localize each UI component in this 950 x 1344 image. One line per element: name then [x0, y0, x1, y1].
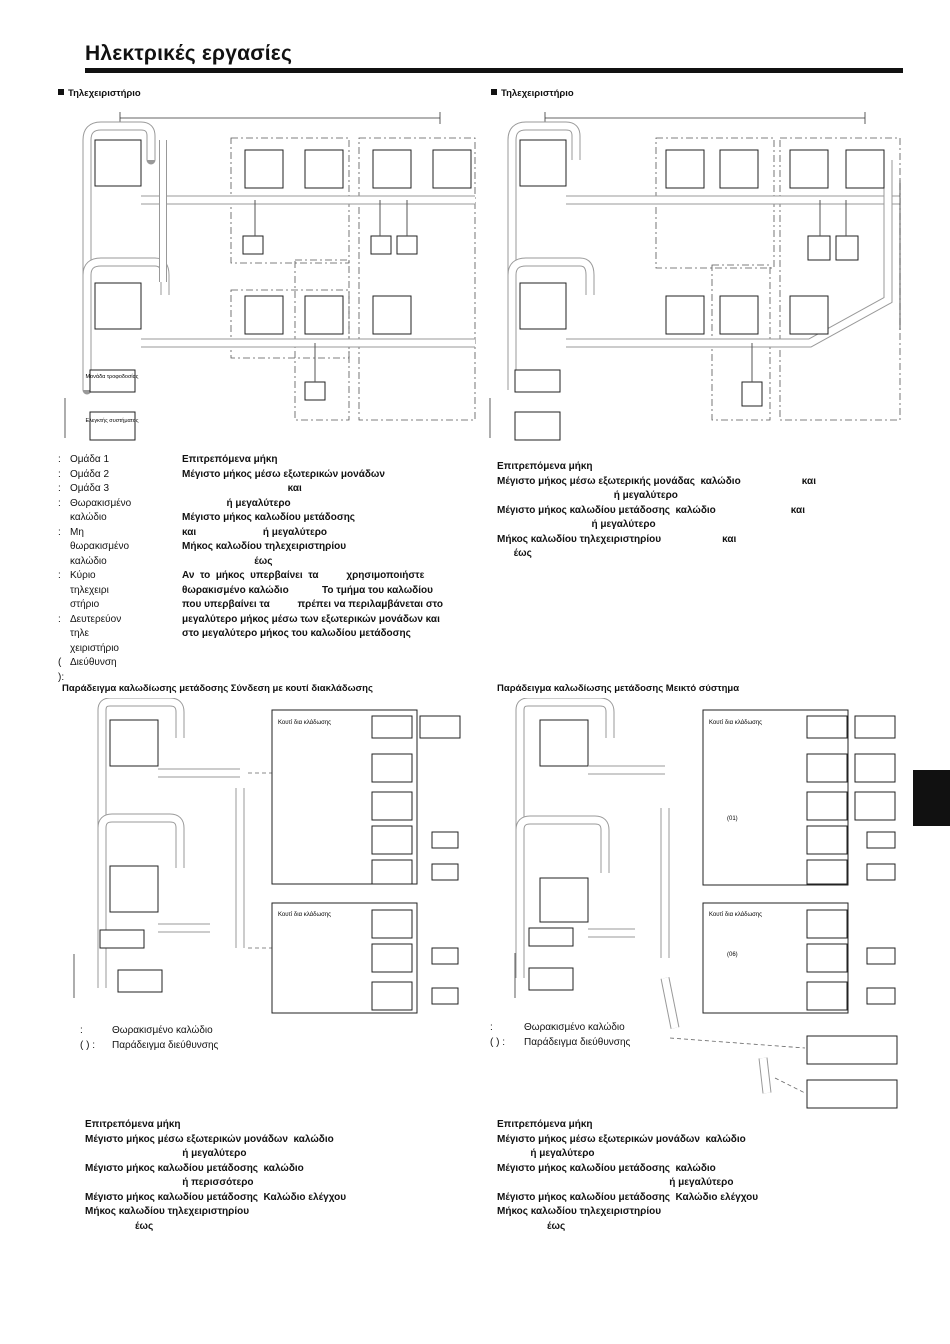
branch-box-label: Κουτί δια κλάδωσης — [709, 911, 762, 918]
power-unit-label: Μονάδα τροφοδοσίας — [86, 373, 139, 380]
section-heading-example-right: Παράδειγμα καλωδίωσης μετάδοσης Μεικτό σ… — [497, 683, 740, 694]
legend-item: :Θωρακισμένο καλώδιο — [80, 1025, 213, 1036]
address-label: (06) — [727, 952, 738, 958]
system-controller-label: Ελεγκτής συστήματος — [86, 417, 139, 424]
wiring-diagram-bottom-right: Κουτί δια κλάδωσης Κουτί δια κλάδωσης (0… — [514, 698, 898, 1109]
branch-box-label: Κουτί δια κλάδωσης — [709, 719, 762, 726]
legend-bottom-right: :Θωρακισμένο καλώδιο ( ) :Παράδειγμα διε… — [490, 1021, 684, 1050]
section-heading-remote-right: Τηλεχειριστήριο — [491, 88, 574, 99]
title-rule — [85, 68, 903, 73]
wiring-diagram-bottom-left: Κουτί δια κλάδωσης Κουτί δια κλάδωσης — [73, 698, 461, 1014]
section-heading-example-left: Παράδειγμα καλωδίωσης μετάδοσης Σύνδεση … — [62, 683, 373, 694]
legend-bottom-left: :Θωρακισμένο καλώδιο ( ) :Παράδειγμα διε… — [80, 1024, 272, 1053]
branch-box-label: Κουτί δια κλάδωσης — [278, 719, 331, 726]
legend-item: ( ) :Παράδειγμα διεύθυνσης — [490, 1036, 631, 1048]
legend-top-left: :Ομάδα 1 :Ομάδα 2 :Ομάδα 3 :Θωρακισμένο … — [58, 453, 134, 685]
section-tab-marker — [913, 770, 950, 826]
legend-item: :Ομάδα 2 — [58, 468, 110, 480]
legend-item: :Δευτερεύον τηλε χειριστήριο — [58, 613, 122, 654]
branch-box-label: Κουτί δια κλάδωσης — [278, 911, 331, 918]
legend-item: :Ομάδα 1 — [58, 454, 110, 465]
page-title: Ηλεκτρικές εργασίες — [85, 42, 293, 65]
legend-item: :Θωρακισμένο καλώδιο — [58, 497, 132, 524]
address-label: (01) — [727, 816, 738, 822]
legend-item: :Ομάδα 3 — [58, 483, 110, 494]
legend-item: :Μη θωρακισμένο καλώδιο — [58, 526, 130, 567]
wiring-diagram-top-right — [489, 112, 901, 441]
wiring-diagram-top-left: Μονάδα τροφοδοσίας Ελεγκτής συστήματος — [64, 112, 476, 441]
legend-item: :Κύριο τηλεχειρι στήριο — [58, 570, 109, 610]
legend-item: :Θωρακισμένο καλώδιο — [490, 1022, 625, 1033]
section-heading-remote-left: Τηλεχειριστήριο — [58, 88, 141, 99]
legend-item: ( ):Διεύθυνση — [58, 657, 117, 683]
legend-item: ( ) :Παράδειγμα διεύθυνσης — [80, 1039, 219, 1051]
